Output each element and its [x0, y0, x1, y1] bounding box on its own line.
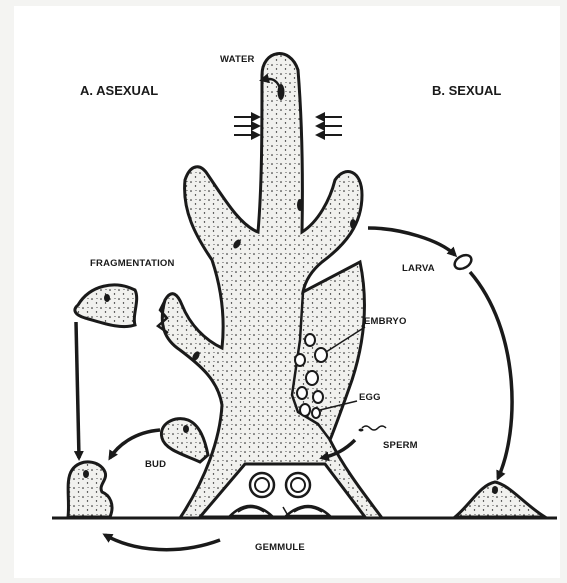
osculum — [350, 219, 356, 229]
gemmule-cell — [250, 473, 274, 497]
sperm — [362, 426, 386, 430]
gemmule-arrow — [105, 535, 220, 550]
larva-settle-arrow — [470, 272, 512, 478]
sexual-label: B. SEXUAL — [432, 83, 501, 98]
new-sponge — [68, 462, 112, 517]
fragmentation-label: FRAGMENTATION — [90, 258, 175, 269]
bud-detach-arrow — [110, 430, 160, 458]
larva-label: LARVA — [402, 263, 435, 274]
gemmule-label: GEMMULE — [255, 542, 305, 553]
settled-larva — [455, 482, 545, 517]
bud — [161, 419, 208, 462]
osculum — [297, 199, 303, 211]
asexual-label: A. ASEXUAL — [80, 83, 158, 98]
bud-label: BUD — [145, 459, 166, 470]
larva — [452, 252, 474, 271]
gemmule-cell — [286, 473, 310, 497]
fragment-arrow — [76, 322, 79, 458]
sperm-label: SPERM — [383, 440, 418, 451]
fragment — [75, 285, 137, 327]
water-label: WATER — [220, 54, 255, 65]
larva-release-arrow — [368, 228, 455, 255]
embryo-label: EMBRYO — [364, 316, 407, 327]
egg-label: EGG — [359, 392, 381, 403]
